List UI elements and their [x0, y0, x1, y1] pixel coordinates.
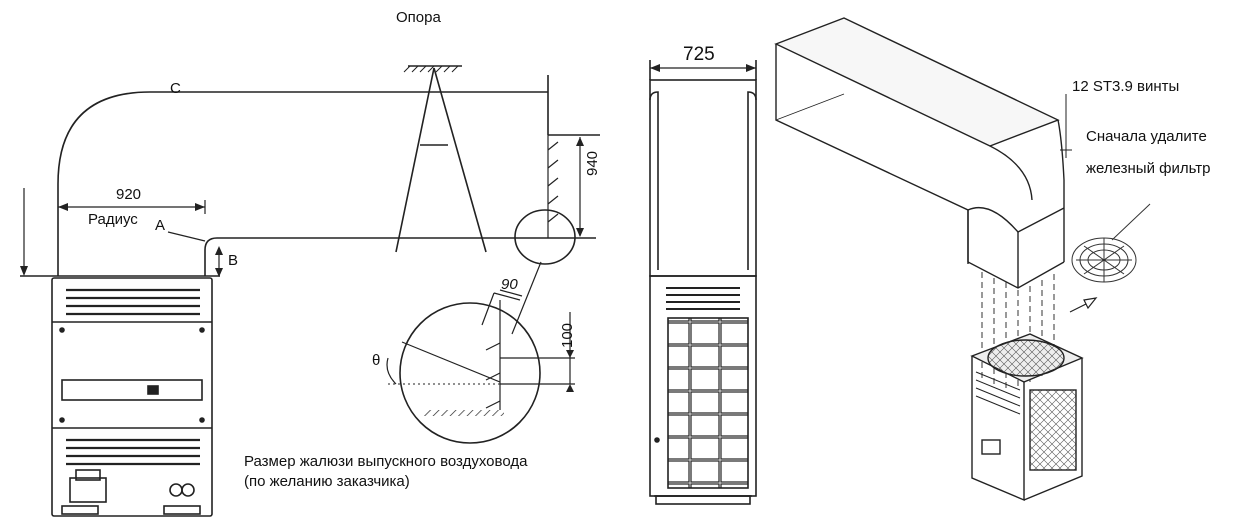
radius-label: Радиус [88, 211, 138, 228]
dim-100: 100 [559, 322, 576, 348]
remove-filter-line2: железный фильтр [1086, 160, 1211, 177]
louver-caption-line1: Размер жалюзи выпускного воздуховода [244, 453, 528, 470]
theta-label: θ [372, 352, 381, 369]
label-b: B [228, 252, 239, 269]
screws-label: 12 ST3.9 винты [1072, 78, 1180, 95]
dim-90: 90 [501, 276, 518, 293]
label-a: A [155, 217, 166, 234]
dim-940: 940 [584, 150, 601, 176]
remove-arrow-icon [1069, 297, 1098, 313]
label-c: C [170, 80, 181, 97]
dim-920: 920 [116, 186, 142, 203]
support-label: Опора [396, 9, 441, 26]
dim-725: 725 [683, 44, 715, 65]
louver-caption: Размер жалюзи выпускного воздуховода (по… [244, 452, 527, 492]
duct-side-view [649, 60, 757, 505]
louver-caption-line2: (по желанию заказчика) [244, 473, 410, 490]
remove-filter-line1: Сначала удалите [1086, 128, 1207, 145]
duct-section-drawing [20, 65, 600, 444]
outdoor-unit-front [51, 277, 213, 517]
filter-leader [1111, 203, 1151, 241]
duct-3d-view [774, 17, 1065, 289]
iron-filter-icon [1071, 237, 1137, 283]
screws-leader [1060, 94, 1072, 158]
outdoor-unit-3d [970, 333, 1084, 502]
